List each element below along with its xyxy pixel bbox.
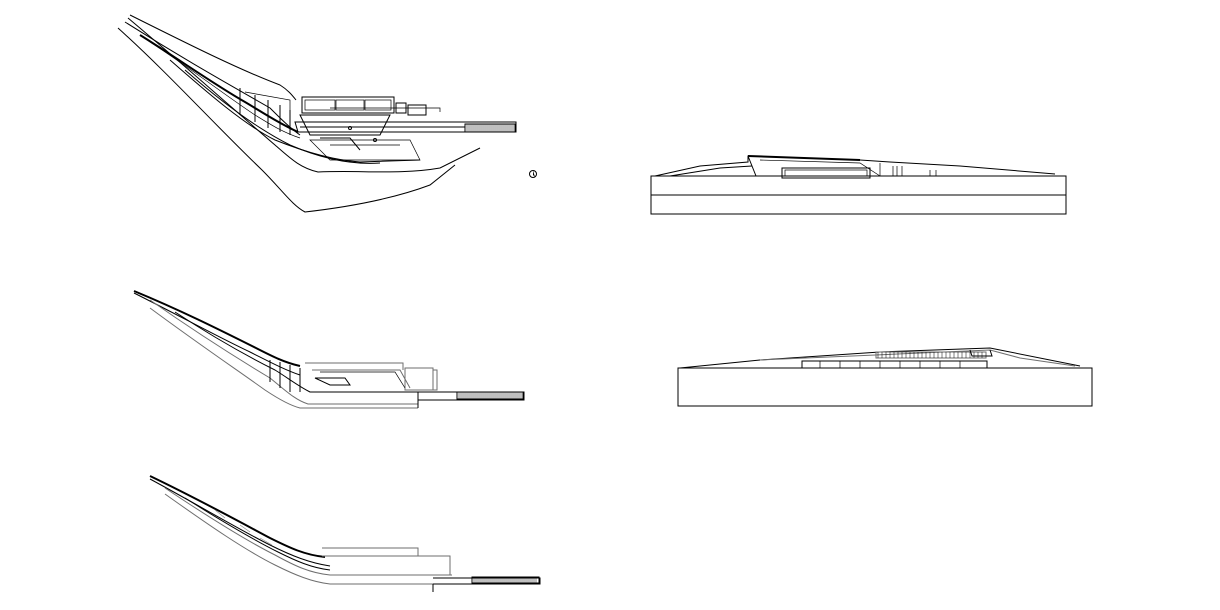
- plan-view-upper: [117, 14, 537, 213]
- north-arrow-icon: [529, 170, 537, 178]
- elevation-view-upper: [650, 155, 1067, 215]
- plan-view-lower: [149, 475, 541, 592]
- elevation-view-lower: [677, 347, 1093, 407]
- plan-view-middle: [133, 290, 525, 409]
